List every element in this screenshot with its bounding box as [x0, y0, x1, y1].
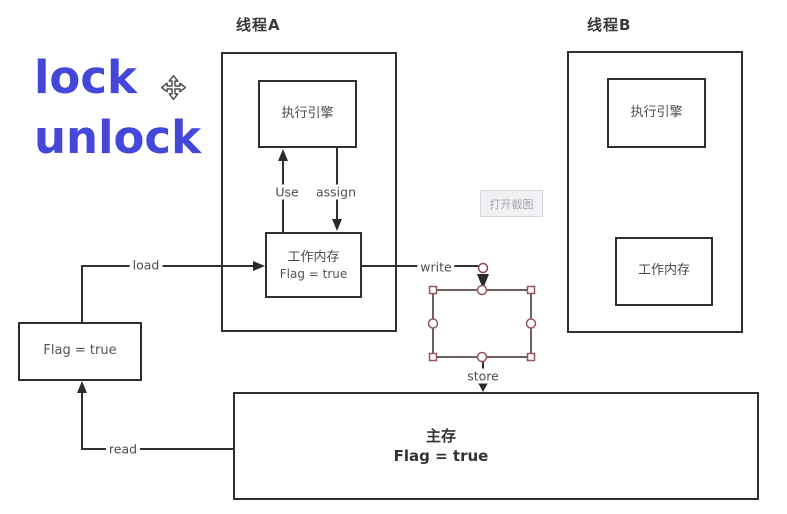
- assign-arrowhead-icon: [332, 219, 342, 231]
- flag-value-label: Flag = true: [43, 343, 117, 359]
- main-memory-value: Flag = true: [393, 447, 489, 465]
- main-memory-box: 主存 Flag = true: [233, 392, 759, 500]
- move-icon-glyph: [160, 74, 187, 101]
- write-endpoint-icon: [477, 262, 489, 274]
- thread-b-execution-engine-box: 执行引擎: [607, 78, 706, 148]
- thread-a-working-memory-label: 工作内存: [287, 249, 340, 265]
- selection-handle-bottom-left[interactable]: [428, 352, 438, 362]
- use-edge-label: Use: [272, 184, 302, 200]
- main-memory-title: 主存: [425, 426, 456, 445]
- store-edge-label: store: [464, 368, 502, 384]
- move-icon[interactable]: [160, 74, 187, 105]
- load-edge-label: load: [129, 257, 163, 273]
- open-screenshot-button[interactable]: 打开截图: [480, 190, 543, 217]
- thread-a-execution-engine-label: 执行引擎: [281, 105, 334, 121]
- read-edge-label: read: [105, 441, 141, 457]
- thread-b-working-memory-box: 工作内存: [615, 237, 713, 306]
- selection-handle-top-left[interactable]: [428, 285, 438, 295]
- read-line: [81, 383, 233, 450]
- selection-handle-bottom-right[interactable]: [526, 352, 536, 362]
- store-arrowhead-icon: [477, 381, 489, 392]
- selection-handle-top-mid[interactable]: [476, 284, 488, 296]
- assign-edge-label: assign: [312, 184, 360, 200]
- load-line: [81, 265, 253, 322]
- write-arrowhead-icon: [477, 274, 489, 289]
- thread-a-container: [221, 52, 397, 332]
- unlock-label: unlock: [34, 111, 202, 164]
- selection-handle-left-mid[interactable]: [427, 318, 439, 329]
- flag-value-box: Flag = true: [18, 322, 142, 381]
- selection-rect[interactable]: [432, 289, 532, 358]
- thread-b-execution-engine-label: 执行引擎: [630, 104, 683, 120]
- use-arrowhead-icon: [278, 149, 288, 161]
- thread-b-container: [567, 51, 743, 333]
- thread-a-working-memory-box: 工作内存 Flag = true: [265, 232, 362, 298]
- read-arrowhead-icon: [77, 381, 87, 393]
- load-arrowhead-icon: [253, 261, 265, 271]
- thread-a-execution-engine-box: 执行引擎: [258, 80, 357, 148]
- lock-annotation: lock unlock: [34, 48, 201, 168]
- write-edge-label: write: [417, 259, 455, 275]
- selection-handle-bottom-mid[interactable]: [476, 351, 488, 363]
- lock-label: lock: [34, 51, 137, 104]
- main-memory-text: 主存 Flag = true: [394, 426, 489, 467]
- thread-b-working-memory-label: 工作内存: [637, 263, 690, 279]
- thread-a-working-memory-value: Flag = true: [279, 267, 348, 282]
- selection-handle-right-mid[interactable]: [525, 318, 537, 329]
- thread-a-title: 线程A: [236, 16, 281, 34]
- thread-b-title: 线程B: [587, 16, 632, 34]
- selection-handle-top-right[interactable]: [526, 285, 536, 295]
